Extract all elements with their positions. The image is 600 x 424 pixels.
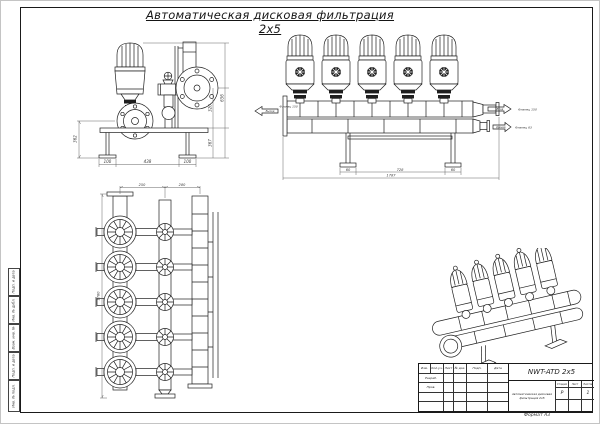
side-view-drawing: 362 320 367 656 100 438 100 [73,41,229,167]
outlet-flange-note: Фланец 150 [280,105,298,109]
dim-label: 250 [139,183,146,187]
inlet-arrow [487,103,512,115]
dim-label: 438 [144,159,152,164]
tb-col-header: Лист [444,364,454,373]
outlet-flange-circle [175,66,219,110]
tb-row-label: Разраб. [419,373,444,383]
filter-unit [429,34,459,104]
dim-label: 60 [451,168,456,172]
three-way-valve [157,71,179,128]
tb-col-header: Кол.уч. [431,364,444,373]
filter-unit [285,34,315,104]
support-legs [339,133,462,168]
sheets-value: 1 [586,391,590,396]
drain-flange [486,120,490,132]
title-block-revision-table: Изм. Кол.уч. Лист № док. Подп. Дата Разр… [419,364,509,411]
base-frame [98,127,209,159]
dim-label: 362 [73,135,78,143]
title-block-main: NWT-ATD 2x5 Автоматическая дисковая филь… [509,364,594,411]
dim-label: 320 [208,104,213,112]
dim-label: 100 [104,159,112,164]
flow-arrows: Выход Фланец 150 Вход Фланец 150 Дренаж … [254,103,537,133]
dim-label: 1780 [97,291,101,301]
filter-unit [321,34,351,104]
tb-col-header: № док. [454,364,467,373]
dimension-lines: 362 320 367 656 100 438 100 [73,42,229,167]
dim-label: 100 [184,159,192,164]
dim-label: 280 [179,183,186,187]
sheet-value [569,388,582,399]
drain-arrow [492,121,512,133]
outlet-arrow-label: Выход [266,109,275,113]
margin-label: Инв. № дубл. [12,298,17,322]
butterfly-valve-flange [116,102,154,140]
filter-row [95,285,193,319]
inlet-arrow-label: Вход [497,107,504,111]
margin-label: Инв. № подл. [12,384,16,408]
title-block: Изм. Кол.уч. Лист № док. Подп. Дата Разр… [418,363,594,412]
dim-label: 60 [346,168,351,172]
margin-box: Подп. и дата [8,268,20,296]
inlet-flange-note: Фланец 150 [518,107,537,111]
filter-unit [393,34,423,104]
sheet-header: Лист [569,381,582,387]
document-title: Автоматическая дисковая фильтрация 2х5 [509,381,556,411]
format-note: Формат А3 [524,413,551,418]
tb-row-label: Пров. [419,383,444,392]
outlet-flange-plate [282,95,288,137]
dim-label: 728 [397,168,405,172]
margin-box: Инв. № дубл. [8,296,20,324]
drain-arrow-label: Дренаж [495,126,507,129]
filter-row [95,320,193,354]
drawing-frame-border [20,7,593,413]
filter-unit-side [114,42,146,115]
margin-label: Подп. и дата [12,354,17,378]
filter-unit [446,264,476,321]
tb-col-header: Подп. [467,364,488,373]
front-view-drawing: Выход Фланец 150 Вход Фланец 150 Дренаж … [254,34,537,180]
dimension-lines: 250 280 1780 [97,183,201,399]
stage-header: Стадия [556,381,569,387]
tb-col-header: Изм. [419,364,431,373]
plan-view-drawing: 250 280 1780 [95,183,219,399]
dim-label: 656 [220,94,225,102]
tb-col-header: Дата [494,366,502,371]
margin-box: Взам. инв. № [8,324,20,352]
filter-row [95,215,193,249]
dimension-lines: 60 728 60 1787 [282,117,500,180]
sheets-header: Листов [583,382,593,386]
drawing-title: Автоматическая дисковая фильтрация 2х5 [145,8,395,36]
dim-label: 1787 [386,174,396,178]
margin-label: Подп. и дата [12,270,17,294]
margin-box: Подп. и дата [8,352,20,380]
bottom-flange [187,383,213,389]
isometric-assembly [432,248,584,363]
manifold-pipes [282,95,500,137]
margin-box: Инв. № подл. [8,380,20,412]
filter-row [95,355,193,389]
filter-row [95,250,193,284]
drawing-code: NWT-ATD 2x5 [509,364,594,381]
dim-label: 367 [208,139,213,147]
margin-label: Взам. инв. № [12,326,16,350]
inlet-flange [495,102,500,116]
drain-flange-note: Фланец 63 [515,125,532,129]
filter-unit [357,34,387,104]
isometric-view-drawing [432,248,584,363]
outlet-arrow [254,105,279,117]
stage-value: Р [556,388,569,399]
